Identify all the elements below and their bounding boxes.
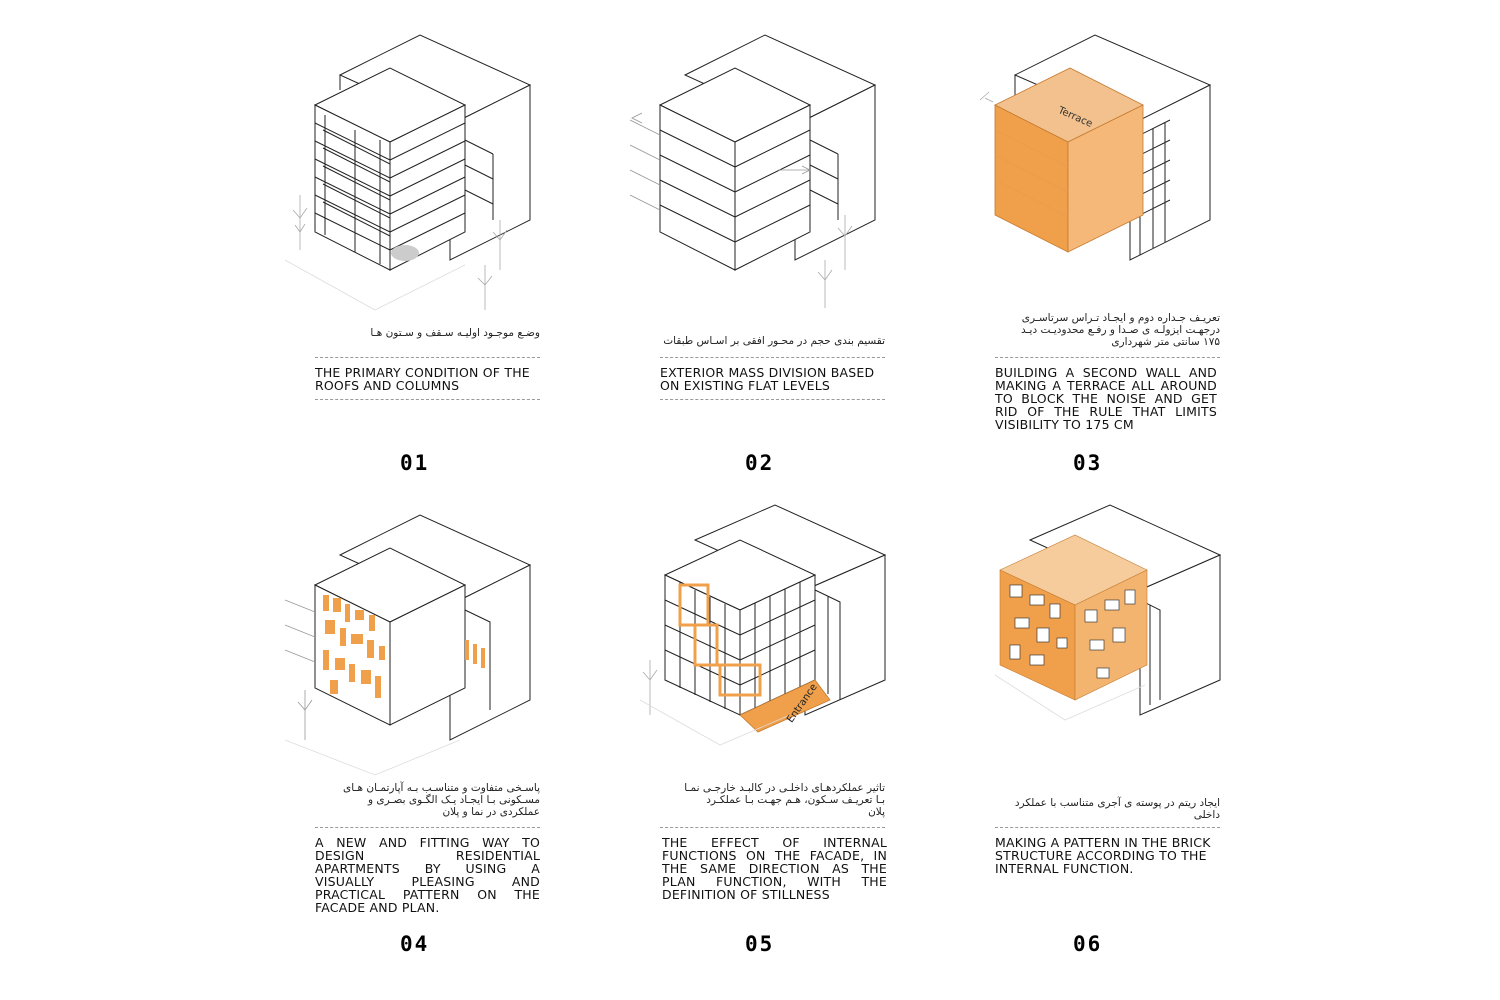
persian-caption-05: تاثیر عملکردهـای داخلـی در کالبـد خارجـی… <box>684 782 885 818</box>
step-number-02: 02 <box>745 451 775 475</box>
english-caption-04: A NEW AND FITTING WAY TO DESIGN RESIDENT… <box>315 835 540 915</box>
english-caption-03: BUILDING A SECOND WALL AND MAKING A TERR… <box>995 365 1217 432</box>
step-number-01: 01 <box>400 451 430 475</box>
divider-06 <box>995 827 1220 828</box>
persian-caption-03: تعریـف جـداره دوم و ایجـاد تـراس سرتاسـر… <box>1020 312 1220 348</box>
building-illustration-05 <box>639 504 887 746</box>
divider-02 <box>660 357 885 358</box>
english-caption-05: THE EFFECT OF INTERNAL FUNCTIONS ON THE … <box>662 835 887 902</box>
divider-01-bottom <box>315 399 540 400</box>
persian-caption-06: ایجاد ریتم در پوسته ی آجری متناسب با عمل… <box>1014 797 1220 821</box>
divider-05 <box>660 827 885 828</box>
english-caption-02: EXTERIOR MASS DIVISION BASED ON EXISTING… <box>660 365 875 393</box>
step-number-04: 04 <box>400 932 430 956</box>
building-diagram-03: Terrace <box>975 20 1235 320</box>
step-number-05: 05 <box>745 932 775 956</box>
english-caption-01: THE PRIMARY CONDITION OF THE ROOFS AND C… <box>315 365 530 393</box>
building-diagram-04 <box>284 500 545 780</box>
divider-03 <box>995 357 1220 358</box>
building-diagram-01 <box>284 20 545 320</box>
building-illustration-03 <box>979 34 1212 261</box>
persian-caption-01: وضـع موجـود اولیـه سـقف و سـتون هـا <box>370 327 540 339</box>
divider-02-bottom <box>660 399 885 400</box>
building-diagram-06 <box>985 500 1245 780</box>
persian-caption-02: تقسیم بندی حجم در محـور افقی بر اسـاس طب… <box>663 335 885 347</box>
divider-01 <box>315 357 540 358</box>
persian-caption-04: پاسـخی متفاوت و متناسـب بـه آپارتمـان هـ… <box>343 782 540 818</box>
divider-04 <box>315 827 540 828</box>
building-illustration-04 <box>284 514 532 776</box>
building-diagram-02 <box>629 20 890 320</box>
english-caption-06: MAKING A PATTERN IN THE BRICK STRUCTURE … <box>995 835 1211 876</box>
building-diagram-05: Entrance <box>639 500 900 780</box>
building-illustration-02 <box>629 34 877 308</box>
building-illustration-01 <box>284 34 532 311</box>
building-illustration-06 <box>994 504 1222 721</box>
step-number-03: 03 <box>1073 451 1103 475</box>
step-number-06: 06 <box>1073 932 1103 956</box>
